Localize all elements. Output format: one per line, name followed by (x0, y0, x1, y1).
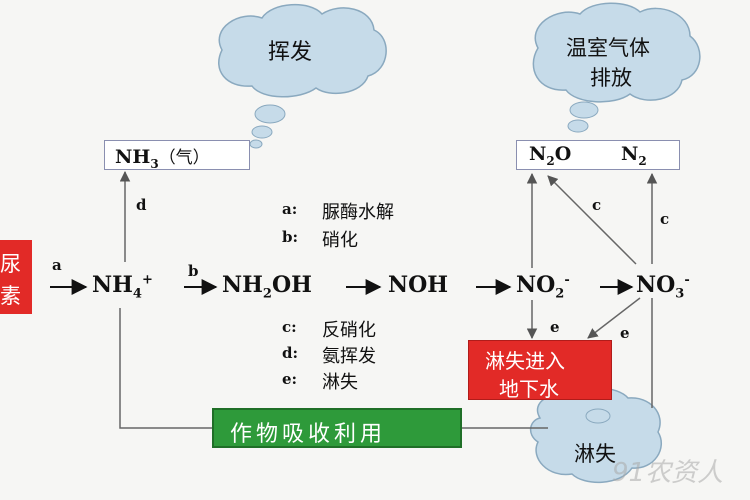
species-no2: NO2- (516, 272, 570, 302)
n2o-formula: N2O (529, 143, 572, 168)
label-c-right: c (660, 210, 670, 228)
n2o-n2-box: N2O N2 (516, 140, 680, 170)
groundwater-leach-line2: 地下水 (499, 377, 559, 401)
leach-cloud-label: 淋失 (574, 442, 616, 466)
urea-source-box: 尿 素 (0, 240, 32, 314)
crop-loop-line (119, 308, 212, 429)
species-no3: NO3- (636, 272, 690, 302)
label-d: d (136, 196, 147, 214)
n2-formula: N2 (621, 143, 647, 168)
species-nh4: NH4+ (92, 272, 153, 302)
greenhouse-label-line1: 温室气体 (566, 36, 650, 60)
urea-source-line1: 尿 (0, 252, 21, 276)
groundwater-leach-line1: 淋失进入 (485, 349, 565, 373)
volatilize-cloud (218, 3, 387, 149)
watermark: 91农资人 (612, 458, 724, 488)
volatilize-label: 挥发 (268, 40, 313, 65)
greenhouse-label-line2: 排放 (590, 66, 632, 90)
label-e-right: e (620, 324, 630, 342)
arrow-c-diagonal (547, 175, 637, 265)
urea-source-line2: 素 (0, 284, 21, 308)
species-nh2oh: NH2OH (222, 272, 312, 302)
label-b: b (188, 262, 199, 280)
connector-lines (119, 170, 658, 429)
label-a: a (52, 256, 62, 274)
greenhouse-cloud (532, 2, 701, 133)
arrow-e-right (587, 297, 641, 339)
nh3-box: NH3（气） (104, 140, 250, 171)
crop-absorb-box: 作物吸收利用 (212, 408, 462, 448)
label-c-left: c (592, 196, 602, 214)
species-noh: NOH (388, 272, 449, 298)
crop-absorb-label: 作物吸收利用 (230, 422, 387, 447)
leach-cloud (529, 387, 663, 484)
label-e-left: e (550, 318, 560, 336)
groundwater-leach-box: 淋失进入 地下水 (468, 340, 612, 401)
nh3-formula: NH3（气） (115, 146, 210, 171)
